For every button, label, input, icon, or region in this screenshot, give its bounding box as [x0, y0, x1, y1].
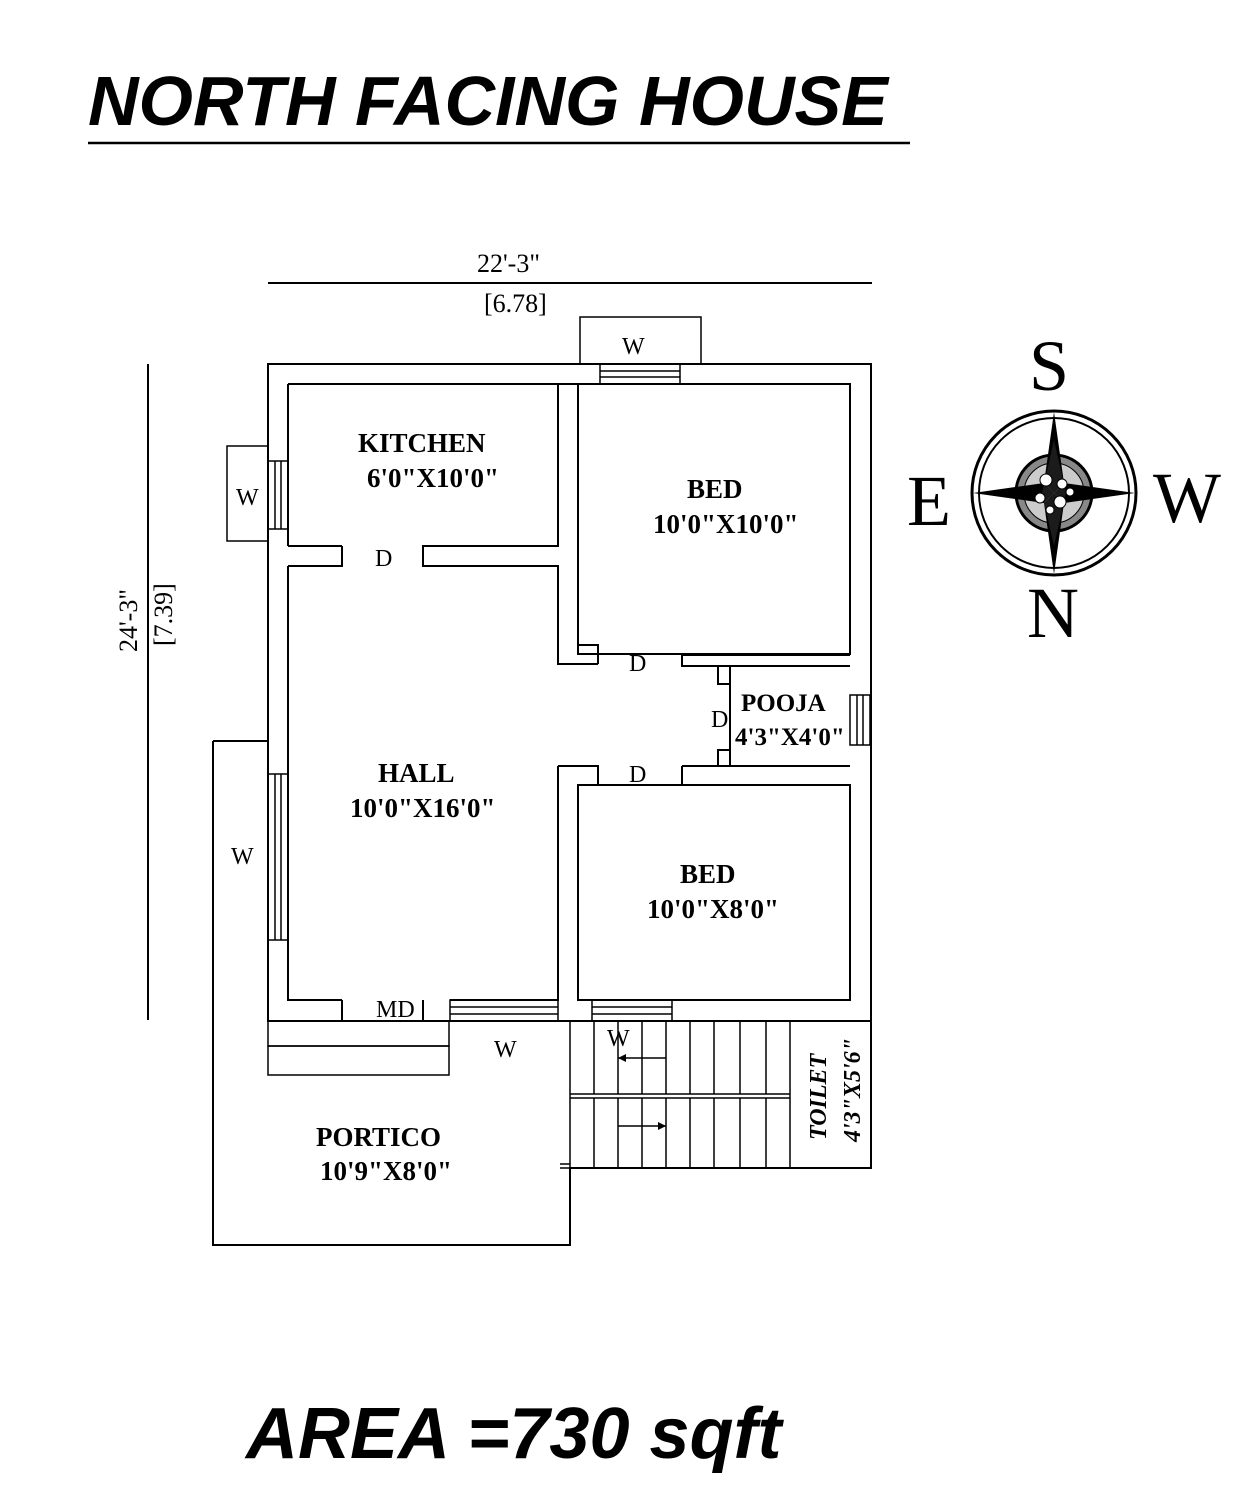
kitchen-window — [267, 460, 289, 530]
pooja-walls — [681, 666, 850, 786]
hall-window — [267, 773, 289, 941]
bed1-size: 10'0"X10'0" — [653, 509, 798, 539]
main-door-mark: MD — [376, 997, 415, 1023]
kitchen-door-mark: D — [375, 546, 392, 572]
bed1-door-mark: D — [629, 651, 646, 677]
portico-step-1 — [267, 1020, 450, 1047]
page-title: NORTH FACING HOUSE — [88, 62, 890, 140]
height-feet-label: 24'-3" — [114, 589, 143, 652]
hall-name: HALL — [378, 758, 455, 788]
portico-outline — [212, 740, 872, 1246]
kitchen-walls — [288, 383, 598, 665]
area-label: AREA =730 sqft — [244, 1394, 785, 1474]
portico-size: 10'9"X8'0" — [320, 1156, 452, 1186]
bottom-wall — [268, 1000, 871, 1022]
compass-left-letter: E — [907, 461, 951, 541]
bed2-walls — [577, 784, 851, 1001]
pooja-door-mark: D — [711, 707, 728, 733]
width-feet-label: 22'-3" — [477, 249, 540, 278]
width-metric-label: [6.78] — [484, 289, 547, 318]
compass-right-letter: W — [1153, 458, 1221, 538]
bed2-bottom-window — [591, 999, 673, 1022]
portico-name: PORTICO — [316, 1122, 441, 1152]
compass-icon — [970, 409, 1138, 577]
height-metric-label: [7.39] — [149, 583, 178, 646]
kitchen-window-mark: W — [236, 485, 259, 511]
kitchen-size: 6'0"X10'0" — [367, 463, 499, 493]
hall-bottom-window-mark: W — [494, 1037, 517, 1063]
pooja-window — [849, 694, 871, 746]
bed2-size: 10'0"X8'0" — [647, 894, 779, 924]
top-window — [599, 363, 681, 385]
toilet-name: TOILET — [806, 1052, 832, 1140]
top-window-mark: W — [622, 334, 645, 360]
pooja-name: POOJA — [741, 690, 826, 717]
kitchen-name: KITCHEN — [358, 428, 486, 458]
compass-top-letter: S — [1029, 326, 1069, 406]
hall-size: 10'0"X16'0" — [350, 793, 495, 823]
hall-bottom-window — [449, 999, 559, 1022]
portico-step-2 — [267, 1045, 450, 1076]
compass-bottom-letter: N — [1027, 573, 1079, 653]
bed2-name: BED — [680, 859, 736, 889]
bed1-name: BED — [687, 474, 743, 504]
hall-window-mark: W — [231, 844, 254, 870]
staircase — [560, 1021, 871, 1169]
bed1-bottom-wall — [681, 654, 850, 667]
pooja-size: 4'3"X4'0" — [735, 724, 845, 751]
toilet-size: 4'3"X5'6" — [840, 1038, 866, 1143]
bed2-door-mark: D — [629, 762, 646, 788]
